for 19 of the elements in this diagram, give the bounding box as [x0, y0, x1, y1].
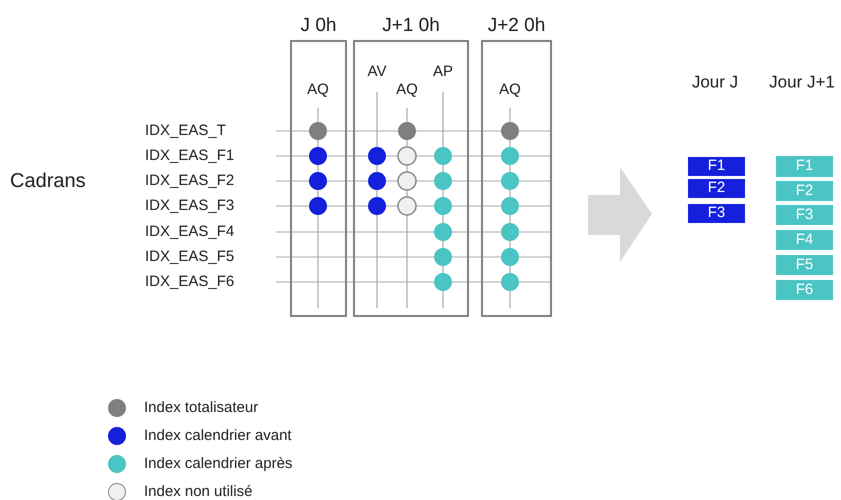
- legend-text: Index calendrier après: [144, 454, 292, 474]
- legend-text: Index non utilisé: [144, 482, 252, 500]
- channel-box: F3: [776, 205, 833, 225]
- channel-box: F1: [776, 156, 833, 177]
- channel-box: F1: [688, 157, 745, 176]
- frame-heading: J 0h: [300, 14, 336, 38]
- channel-box: F2: [688, 179, 745, 198]
- legend-text: Index calendrier avant: [144, 426, 292, 446]
- channel-box: F3: [688, 204, 745, 223]
- channel-box: F4: [776, 230, 833, 250]
- channel-box: F5: [776, 255, 833, 275]
- channel-box: F6: [776, 280, 833, 300]
- frame-heading: J+1 0h: [382, 14, 440, 38]
- frame-heading: J+2 0h: [488, 14, 546, 38]
- channel-box: F2: [776, 181, 833, 201]
- legend-text: Index totalisateur: [144, 398, 258, 418]
- column-heading: Jour J+1: [768, 71, 836, 94]
- group-label: Cadrans: [10, 169, 87, 194]
- column-heading: Jour J: [690, 71, 740, 94]
